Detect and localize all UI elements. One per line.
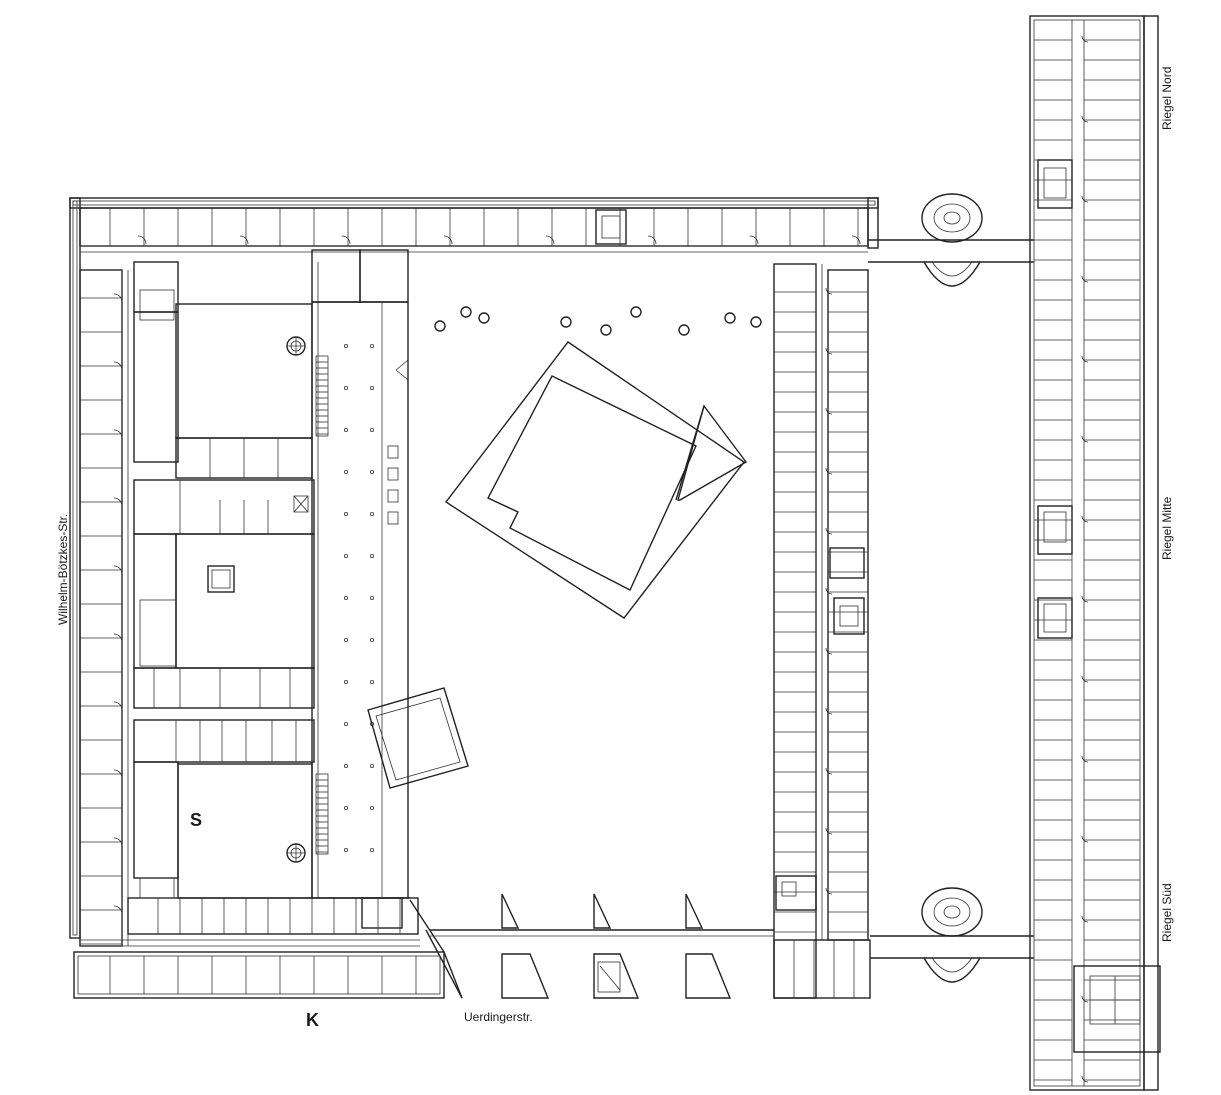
door-swing-icon [113, 497, 123, 507]
street-label-south: Uerdingerstr. [464, 1010, 533, 1024]
door-swing-icon [1081, 595, 1089, 603]
door-swing-icon [113, 361, 123, 371]
marker-s: S [190, 810, 203, 830]
marker-k: K [306, 1010, 319, 1030]
door-swing-icon [749, 235, 759, 245]
door-swing-icon [545, 235, 555, 245]
bridges [868, 193, 1034, 983]
door-swing-icon [825, 707, 833, 715]
spiral-stair-icon [921, 193, 983, 287]
door-swing-icon [113, 633, 123, 643]
south-room-range [80, 897, 420, 994]
east-wing-riegel [1029, 15, 1161, 1091]
door-swing-icon [1081, 35, 1089, 43]
door-swing-icon [1081, 995, 1089, 1003]
spiral-stair-icon [921, 887, 983, 983]
door-swing-icon [1081, 1075, 1089, 1083]
door-swing-icon [825, 887, 833, 895]
north-room-range [79, 207, 869, 253]
courtyard-sculpture [444, 341, 748, 619]
door-swing-icon [113, 769, 123, 779]
door-swing-icon [647, 235, 657, 245]
door-swing-icon [1081, 115, 1089, 123]
door-swing-icon [137, 235, 147, 245]
door-swing-icon [825, 767, 833, 775]
door-swing-icon [825, 407, 833, 415]
door-swing-icon [825, 467, 833, 475]
door-swing-icon [851, 235, 861, 245]
wing-label-middle: Riegel Mitte [1160, 496, 1174, 560]
door-swing-icon [825, 587, 833, 595]
door-swing-icon [825, 287, 833, 295]
door-swing-icon [1081, 195, 1089, 203]
long-hall [311, 249, 410, 929]
door-swing-icon [113, 565, 123, 575]
door-swing-icon [1081, 515, 1089, 523]
inner-west-block [133, 261, 329, 899]
main-block-outer-walls [69, 197, 879, 999]
door-swing-icon [1081, 835, 1089, 843]
door-swing-icon [1081, 755, 1089, 763]
door-swing-icon [825, 647, 833, 655]
door-swing-icon [443, 235, 453, 245]
stair-icon [315, 355, 329, 437]
door-swing-icon [113, 293, 123, 303]
door-swing-icon [1081, 355, 1089, 363]
south-facade-fins [430, 893, 774, 999]
west-room-range [79, 269, 129, 947]
door-swing-icon [1081, 675, 1089, 683]
spiral-stair-icon [286, 336, 306, 356]
door-swing-icon [341, 235, 351, 245]
wing-label-south: Riegel Süd [1160, 883, 1174, 942]
courtyard-columns [434, 306, 762, 336]
door-swing-icon [1081, 435, 1089, 443]
door-swing-icon [1081, 915, 1089, 923]
door-swing-icon [825, 347, 833, 355]
door-swing-icon [113, 905, 123, 915]
street-label-west: Wilhelm-Bötzkes-Str. [56, 513, 70, 625]
rotated-pavilion [367, 687, 469, 789]
door-swing-icon [113, 701, 123, 711]
stair-icon [315, 773, 329, 855]
door-swing-icon [825, 527, 833, 535]
door-swing-icon [1081, 275, 1089, 283]
door-swing-icon [239, 235, 249, 245]
door-swing-icon [113, 429, 123, 439]
spiral-stair-icon [286, 843, 306, 863]
east-room-range [773, 263, 871, 999]
door-swing-icon [113, 837, 123, 847]
wing-label-north: Riegel Nord [1160, 66, 1174, 130]
door-swing-icon [825, 827, 833, 835]
